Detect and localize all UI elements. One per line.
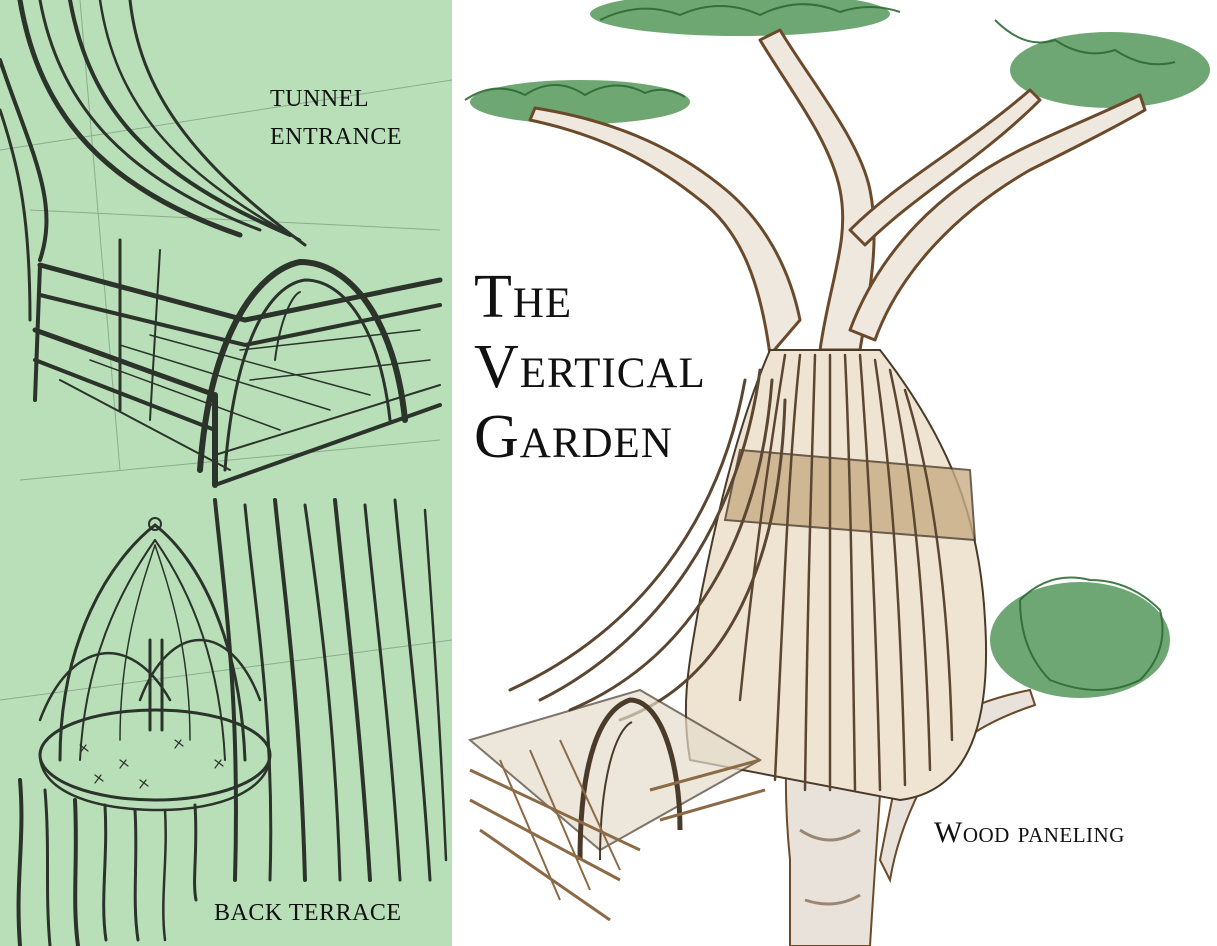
tunnel-deck xyxy=(467,688,766,922)
title-line2: Vertical xyxy=(474,333,706,401)
back-terrace-label: BACK TERRACE xyxy=(214,900,402,926)
sketch-panel: TUNNEL ENTRANCE BACK TERRACE xyxy=(0,0,452,946)
pencil-sketches xyxy=(0,0,452,946)
tunnel-label-line1: TUNNEL xyxy=(270,86,369,112)
back-terrace-sketch xyxy=(16,498,448,946)
tunnel-entrance-label: TUNNEL ENTRANCE xyxy=(270,80,402,156)
page-title: The Vertical Garden xyxy=(474,262,706,472)
title-line3: Garden xyxy=(474,403,673,471)
tree-trunk xyxy=(784,639,886,946)
tunnel-entrance-sketch xyxy=(0,0,443,488)
wood-pod xyxy=(684,349,988,802)
tunnel-label-line2: ENTRANCE xyxy=(270,124,402,150)
wood-paneling-label: Wood paneling xyxy=(934,816,1125,849)
title-line1: The xyxy=(474,263,573,331)
